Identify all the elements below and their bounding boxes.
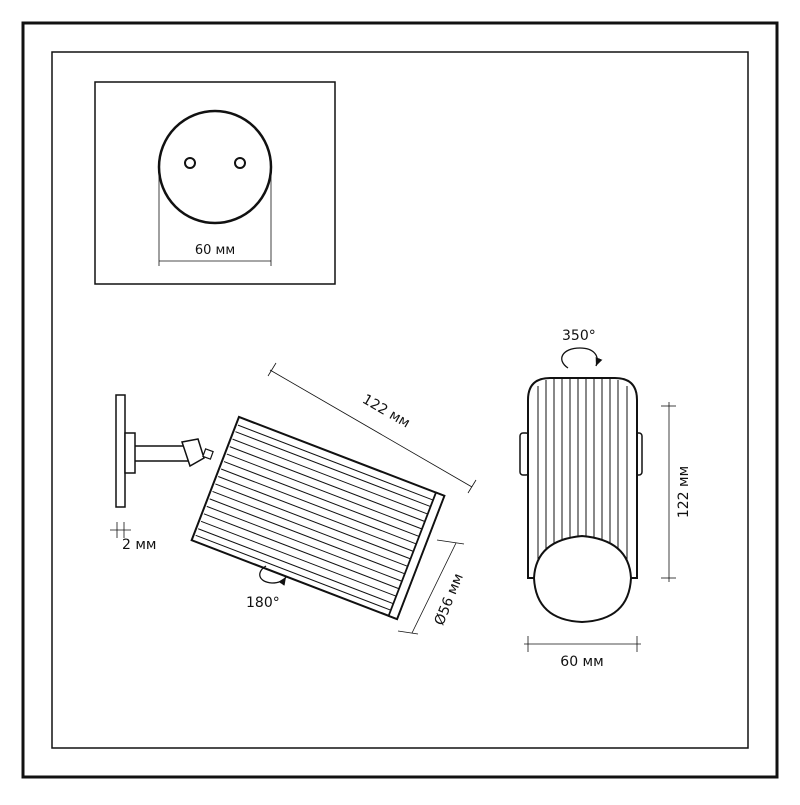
outer-frame [21, 21, 779, 779]
spin-rotation-arrow [561, 347, 603, 369]
plate-thickness-label: 2 мм [122, 537, 156, 553]
side-cylinder-ribs [195, 424, 434, 611]
front-view: 350° 122 мм 60 мм [519, 328, 692, 670]
mount-plate-view: 60 мм [94, 81, 336, 285]
mount-hole-left [184, 157, 196, 169]
length-dimension [267, 362, 477, 494]
plate-thickness-dimension [110, 522, 131, 538]
base-disc [124, 432, 136, 474]
mount-hole-right [234, 157, 246, 169]
diameter-label: Ø56 мм [432, 571, 467, 627]
tilt-rotation-label: 180° [246, 595, 280, 611]
diameter-dimension [397, 539, 465, 635]
side-view: 122 мм 2 мм 180° Ø56 мм [110, 362, 477, 635]
wall-plate [115, 394, 126, 508]
arm-joint [181, 438, 205, 468]
side-cylinder [190, 415, 446, 621]
height-dimension [661, 402, 676, 582]
joint-screw [202, 448, 214, 460]
tilt-rotation-arrow [259, 565, 287, 586]
mount-plate-frame [94, 81, 336, 285]
width-label: 60 мм [560, 654, 603, 670]
front-cylinder-opening [532, 534, 633, 624]
spin-rotation-label: 350° [562, 328, 596, 344]
width-dimension [524, 636, 641, 652]
side-cylinder-rim [387, 491, 446, 621]
inner-frame [51, 51, 749, 749]
mount-plate-circle [157, 109, 273, 225]
length-label: 122 мм [359, 392, 412, 432]
mount-spacing-label: 60 мм [195, 243, 235, 258]
height-label: 122 мм [676, 466, 692, 518]
